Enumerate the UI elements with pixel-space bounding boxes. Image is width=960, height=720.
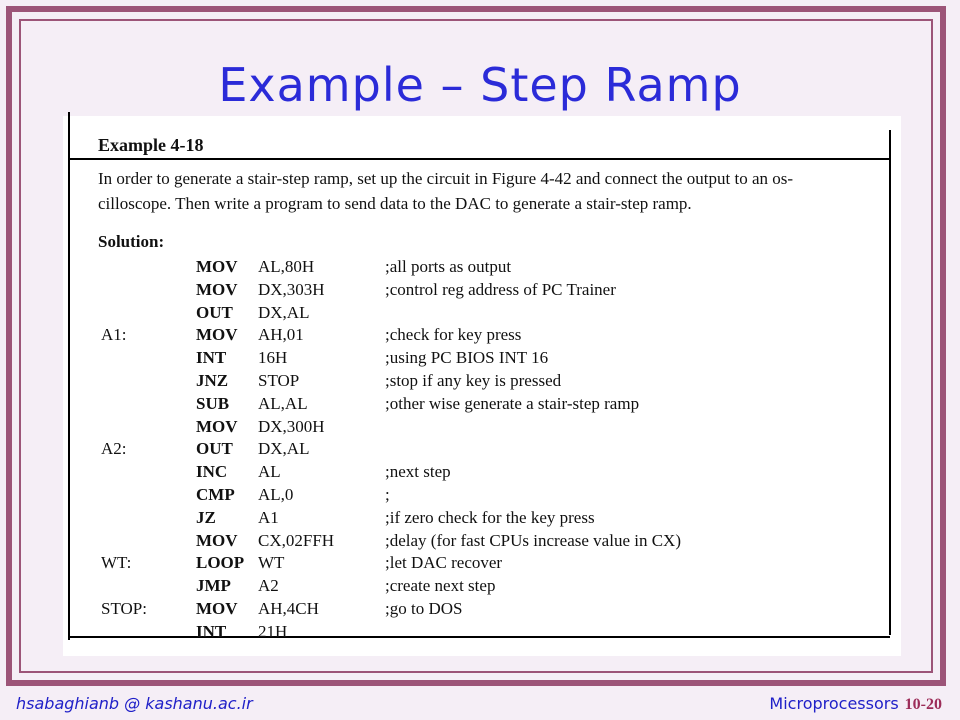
code-mnemonic: MOV bbox=[196, 325, 238, 345]
slide-frame-outer bbox=[6, 6, 946, 686]
code-line: A1: MOV AH,01 ;check for key press bbox=[0, 325, 960, 347]
code-label: A1: bbox=[101, 325, 127, 345]
page-rule-bottom bbox=[70, 636, 890, 638]
slide-title: Example – Step Ramp bbox=[218, 58, 742, 112]
footer-page-number: 10-20 bbox=[904, 696, 942, 713]
slide-frame-inner bbox=[19, 19, 933, 673]
code-label: A2: bbox=[101, 439, 127, 459]
code-comment: ; bbox=[385, 485, 390, 504]
code-label: STOP: bbox=[101, 599, 147, 618]
code-line: MOV CX,02FFH ;delay (for fast CPUs increas… bbox=[0, 531, 960, 553]
code-operand: AL bbox=[258, 462, 281, 482]
code-operand: CX,02FFH bbox=[258, 530, 335, 550]
page-rule-right bbox=[889, 130, 891, 635]
code-comment: ;delay (for fast CPUs increase value in … bbox=[385, 530, 681, 550]
page-rule-top bbox=[70, 158, 890, 160]
scanned-page bbox=[63, 116, 901, 656]
code-operand: A2 bbox=[258, 576, 279, 596]
code-operand: DX,AL bbox=[258, 439, 310, 459]
code-operand: AL,AL bbox=[258, 393, 308, 413]
code-mnemonic: LOOP bbox=[196, 553, 245, 573]
code-line: OUT DX,AL bbox=[0, 303, 960, 325]
page-rule-left bbox=[68, 112, 70, 640]
code-line: JNZ STOP ;stop if any key is pressed bbox=[0, 371, 960, 393]
code-comment: ;using PC BIOS INT 16 bbox=[385, 348, 549, 368]
code-line: MOV DX,303H ;control reg address of PC Tra… bbox=[0, 280, 960, 302]
code-mnemonic: OUT bbox=[196, 439, 233, 459]
code-line: JMP A2 ;create next step bbox=[0, 576, 960, 598]
code-comment: ;create next step bbox=[385, 576, 496, 596]
code-mnemonic: JNZ bbox=[196, 371, 229, 390]
code-line: CMP AL,0; bbox=[0, 485, 960, 507]
problem-line: cilloscope. Then write a program to send… bbox=[98, 194, 692, 213]
code-operand: AL,0 bbox=[258, 485, 294, 504]
problem-line: In order to generate a stair-step ramp, … bbox=[98, 169, 794, 188]
code-mnemonic: SUB bbox=[196, 393, 230, 413]
code-operand: DX,303H bbox=[258, 279, 325, 299]
code-operand: DX,AL bbox=[258, 302, 310, 322]
code-operand: AH,4CH bbox=[258, 599, 319, 618]
problem-statement: In order to generate a stair-step ramp, … bbox=[98, 166, 888, 216]
code-operand: DX,300H bbox=[258, 416, 325, 436]
code-label: WT: bbox=[101, 553, 132, 573]
code-line: INT 16H ;using PC BIOS INT 16 bbox=[0, 348, 960, 370]
code-operand: STOP bbox=[258, 371, 300, 390]
code-line: A2: OUT DX,AL bbox=[0, 439, 960, 461]
code-operand: WT bbox=[258, 553, 285, 573]
code-mnemonic: MOV bbox=[196, 530, 238, 550]
code-comment: ;next step bbox=[385, 462, 451, 482]
code-mnemonic: INC bbox=[196, 462, 228, 482]
code-operand: A1 bbox=[258, 507, 279, 527]
code-operand: AL,80H bbox=[258, 257, 315, 276]
solution-label: Solution: bbox=[98, 232, 165, 251]
code-mnemonic: MOV bbox=[196, 416, 238, 436]
code-mnemonic: MOV bbox=[196, 257, 238, 276]
code-mnemonic: JZ bbox=[196, 507, 216, 527]
code-operand: AH,01 bbox=[258, 325, 304, 345]
code-mnemonic: MOV bbox=[196, 599, 238, 618]
code-mnemonic: INT bbox=[196, 348, 227, 368]
code-mnemonic: INT bbox=[196, 621, 227, 641]
code-mnemonic: OUT bbox=[196, 302, 233, 322]
code-comment: ;if zero check for the key press bbox=[385, 507, 595, 527]
code-operand: 16H bbox=[258, 348, 288, 368]
code-comment: ;check for key press bbox=[385, 325, 522, 345]
code-line: INC AL ;next step bbox=[0, 462, 960, 484]
code-comment: ;control reg address of PC Trainer bbox=[385, 279, 616, 299]
code-comment: ;other wise generate a stair-step ramp bbox=[385, 393, 640, 413]
code-comment: ;let DAC recover bbox=[385, 553, 503, 573]
code-line: JZ A1 ;if zero check for the key press bbox=[0, 508, 960, 530]
footer-course-name: Microprocessors bbox=[769, 694, 899, 713]
code-comment: ;all ports as output bbox=[385, 257, 512, 276]
code-line: INT 21H bbox=[0, 622, 960, 644]
code-mnemonic: CMP bbox=[196, 485, 235, 504]
code-comment: ;stop if any key is pressed bbox=[385, 371, 562, 390]
code-comment: ;go to DOS bbox=[385, 599, 463, 618]
footer-course: Microprocessors 10-20 bbox=[769, 694, 942, 714]
code-line: WT: LOOP WT ;let DAC recover bbox=[0, 553, 960, 575]
code-operand: 21H bbox=[258, 621, 288, 641]
code-line: MOV AL,80H ;all ports as output bbox=[0, 257, 960, 279]
code-line: STOP: MOV AH,4CH ;go to DOS bbox=[0, 599, 960, 621]
code-line: SUB AL,AL ;other wise generate a stair-ste… bbox=[0, 394, 960, 416]
code-mnemonic: JMP bbox=[196, 576, 231, 596]
code-line: MOV DX,300H bbox=[0, 417, 960, 439]
footer-email: hsabaghianb @ kashanu.ac.ir bbox=[16, 694, 253, 713]
code-mnemonic: MOV bbox=[196, 279, 238, 299]
example-heading: Example 4-18 bbox=[98, 135, 204, 155]
